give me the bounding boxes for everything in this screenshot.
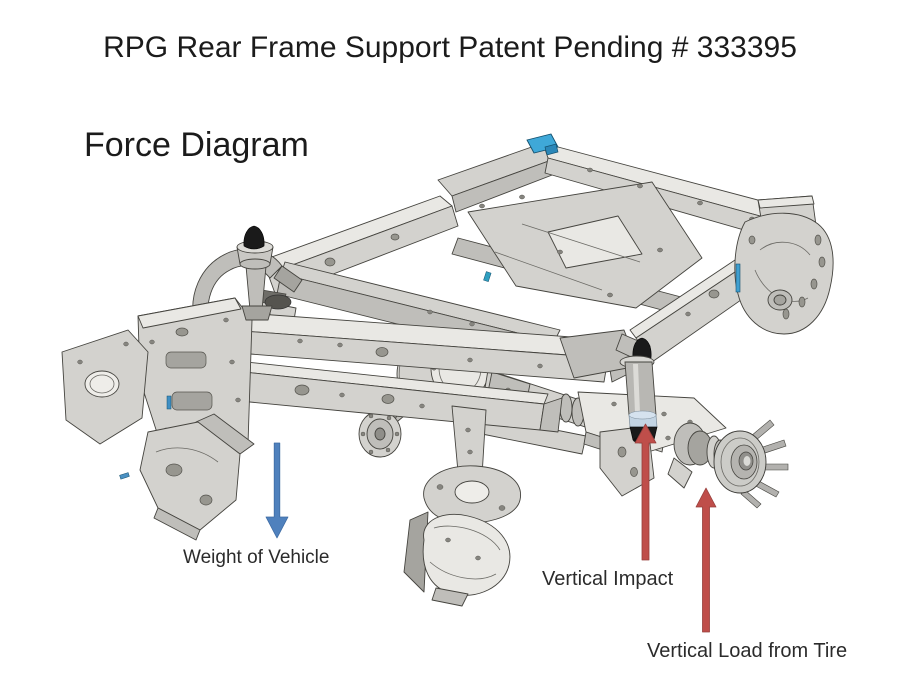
- hitch-bracket: [403, 405, 521, 607]
- air-shock-absorber: [615, 333, 658, 444]
- bump-stop-cone: [243, 225, 265, 250]
- highlight-clip: [526, 133, 559, 156]
- slide-title: RPG Rear Frame Support Patent Pending # …: [103, 31, 797, 64]
- left-frame-horn: [61, 297, 255, 541]
- rear-frame-ladder: [257, 133, 789, 319]
- vertical-load-from-tire-label: Vertical Load from Tire: [647, 640, 848, 662]
- weight-of-vehicle-arrow: [265, 442, 289, 539]
- vertical-impact-label: Vertical Impact: [542, 568, 674, 590]
- vertical-load-arrow: [695, 487, 717, 633]
- wheel-hub: [667, 419, 789, 509]
- right-rail-and-hanger: [629, 195, 834, 363]
- force-arrows: [265, 423, 717, 633]
- force-diagram-heading: Force Diagram: [84, 126, 309, 164]
- weight-of-vehicle-label: Weight of Vehicle: [183, 547, 330, 568]
- vertical-impact-arrow: [634, 423, 657, 561]
- left-bump-stop: [236, 225, 274, 321]
